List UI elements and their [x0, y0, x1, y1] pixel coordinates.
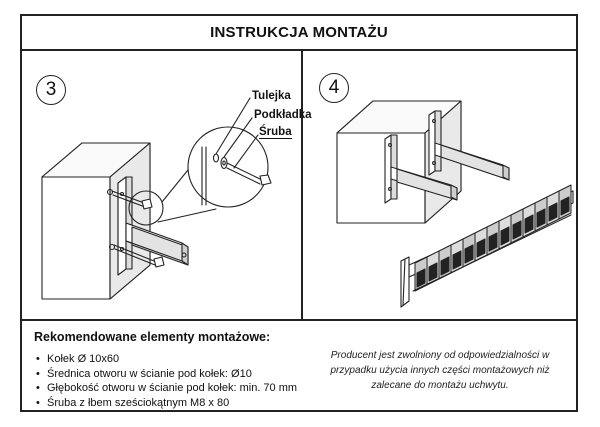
recommendations-list: Kołek Ø 10x60 Średnica otworu w ścianie … — [36, 352, 297, 410]
instruction-sheet: INSTRUKCJA MONTAŻU — [20, 14, 578, 412]
page-title: INSTRUKCJA MONTAŻU — [210, 24, 388, 41]
recommendations-section: Rekomendowane elementy montażowe: Kołek … — [22, 319, 576, 412]
step-4-panel: 4 — [303, 51, 576, 319]
step-3-bolts — [106, 188, 165, 268]
list-item: Śruba z łbem sześciokątnym M8 x 80 — [36, 396, 297, 411]
detail-leader-bottom — [157, 208, 217, 223]
bolt-detail — [201, 146, 272, 206]
mounted-brackets — [384, 110, 510, 204]
wall-block — [336, 100, 462, 224]
list-item: Kołek Ø 10x60 — [36, 352, 297, 367]
rail-bottom-edge — [412, 214, 572, 292]
detail-circle-large — [187, 126, 269, 208]
step-panels: 3 Tulejka Podkładka Śruba — [22, 51, 576, 319]
list-item: Średnica otworu w ścianie pod kołek: Ø10 — [36, 367, 297, 382]
label-sruba: Śruba — [259, 126, 292, 139]
step-3-panel: 3 Tulejka Podkładka Śruba — [22, 51, 312, 319]
disclaimer-text: Producent jest zwolniony od odpowiedzial… — [330, 350, 550, 391]
step-3-illustration — [41, 97, 272, 300]
list-item: Głębokość otworu w ścianie pod kołek: mi… — [36, 381, 297, 396]
recommendations-title: Rekomendowane elementy montażowe: — [34, 330, 271, 344]
wall-block — [41, 142, 151, 300]
holder-slots — [414, 184, 572, 292]
step-number-badge: 4 — [319, 73, 349, 103]
sheet-header: INSTRUKCJA MONTAŻU — [22, 16, 576, 51]
part-label-leaders — [215, 97, 259, 169]
step-number-badge: 3 — [36, 75, 66, 105]
step-4-illustration — [336, 100, 574, 308]
detail-circle-small — [128, 190, 164, 226]
label-podkladka: Podkładka — [254, 109, 312, 121]
label-tulejka: Tulejka — [252, 90, 291, 102]
